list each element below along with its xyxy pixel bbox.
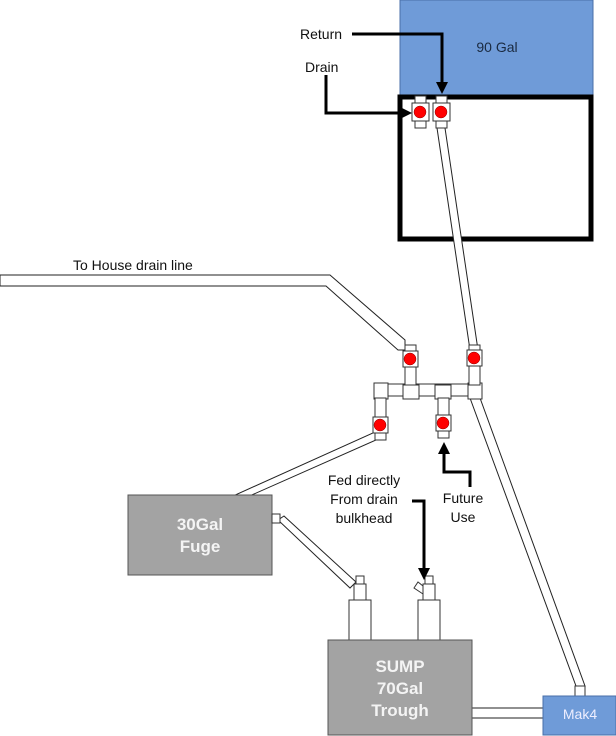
fuge-feed-pipe — [231, 431, 387, 499]
fed-arrowhead — [418, 568, 430, 580]
return-label: Return — [300, 26, 342, 42]
fed-label-2: From drain — [330, 491, 398, 507]
sump-inlet-right — [413, 575, 441, 641]
future-arrowhead — [438, 442, 450, 454]
main-tank-label: 90 Gal — [476, 39, 517, 55]
sump-label-3: Trough — [371, 701, 429, 720]
fuge-overflow-pipe — [277, 515, 357, 589]
return-arrowhead — [436, 82, 448, 94]
drain-arrowhead — [400, 107, 412, 119]
sump-tank — [327, 639, 473, 736]
future-use-valve[interactable] — [435, 414, 452, 432]
fed-label-1: Fed directly — [328, 472, 400, 488]
future-label-1: Future — [443, 490, 484, 506]
house-drain-valve[interactable] — [402, 350, 419, 368]
drain-valve[interactable] — [411, 95, 430, 129]
return-valve[interactable] — [432, 95, 451, 129]
fuge-label-2: Fuge — [180, 537, 221, 556]
mak4-pump — [542, 695, 616, 736]
future-label-2: Use — [451, 509, 476, 525]
fed-label-3: bulkhead — [336, 510, 393, 526]
fed-arrow — [412, 499, 426, 570]
sump-inlet-left — [348, 575, 372, 641]
future-arrow — [442, 452, 472, 487]
drain-label: Drain — [305, 59, 338, 75]
sump-label-1: SUMP — [375, 657, 424, 676]
return-line-valve[interactable] — [466, 349, 483, 367]
drain-arrow — [324, 75, 402, 115]
return-arrow — [352, 32, 444, 84]
pump-label: Mak4 — [563, 706, 597, 722]
tank-stand — [397, 94, 594, 242]
sump-to-pump-pipe — [471, 707, 544, 719]
fuge-valve[interactable] — [372, 416, 389, 434]
main-tank-90gal — [399, 0, 594, 98]
house-drain-label: To House drain line — [73, 257, 193, 273]
manifold — [373, 344, 483, 441]
sump-label-2: 70Gal — [377, 679, 423, 698]
fuge-tank — [127, 494, 273, 576]
fuge-label-1: 30Gal — [177, 515, 223, 534]
house-drain-pipe — [0, 274, 406, 351]
pump-return-pipe — [469, 397, 586, 687]
